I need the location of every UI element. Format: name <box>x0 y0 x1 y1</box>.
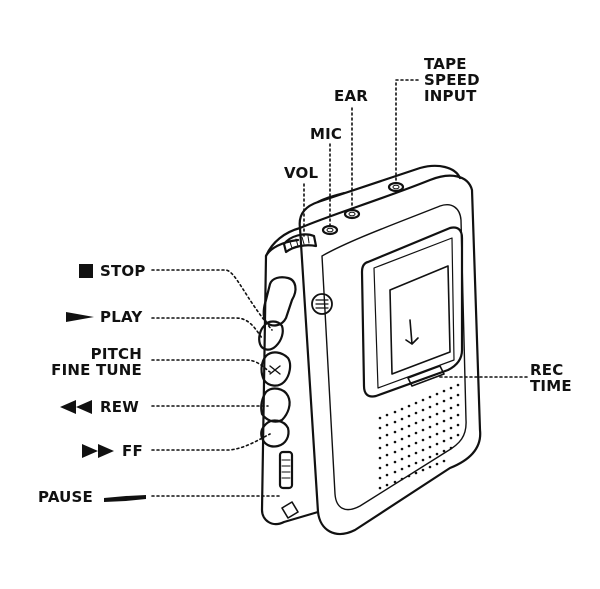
mic-label: MIC <box>310 125 343 143</box>
pitch-fine-tune-label: PITCH FINE TUNE <box>51 345 142 379</box>
leader-tape-speed-input <box>395 79 419 184</box>
play-label: PLAY <box>100 308 143 326</box>
play-button-shape <box>258 320 284 351</box>
jack-vol <box>321 224 339 236</box>
recorder-body <box>298 174 482 536</box>
play-triangle-icon <box>66 312 94 322</box>
pause-slider-shape <box>278 450 294 490</box>
stop-square-icon <box>79 264 93 278</box>
pitch-fine-tune-button-shape <box>260 351 292 387</box>
rec-time-label: REC TIME <box>530 361 572 395</box>
jack-ear <box>343 208 361 220</box>
rew-button-shape <box>260 387 291 423</box>
ff-button-shape <box>260 419 290 448</box>
cassette-window <box>360 226 464 398</box>
ear-label: EAR <box>334 87 369 105</box>
pause-label: PAUSE <box>38 488 93 506</box>
leader-play <box>151 317 263 339</box>
stop-button-shape <box>262 276 297 327</box>
stop-label: STOP <box>100 262 146 280</box>
recorder-left-face <box>260 226 320 526</box>
jack-tape-speed-input <box>387 181 405 193</box>
volume-wheel <box>282 233 318 254</box>
rec-time-button <box>407 365 445 387</box>
vol-label: VOL <box>284 164 319 182</box>
leader-stop <box>151 269 273 331</box>
rewind-double-triangle-icon <box>60 400 92 414</box>
ff-label: FF <box>122 442 143 460</box>
fast-forward-double-triangle-icon <box>82 444 114 458</box>
leader-pitch <box>151 359 271 373</box>
mic-emblem <box>311 293 333 315</box>
rew-label: REW <box>100 398 139 416</box>
pause-slider-icon <box>104 495 146 502</box>
tape-speed-input-label: TAPE SPEED INPUT <box>424 55 480 105</box>
recorder-top-face <box>298 164 462 230</box>
leader-ff <box>151 433 271 451</box>
